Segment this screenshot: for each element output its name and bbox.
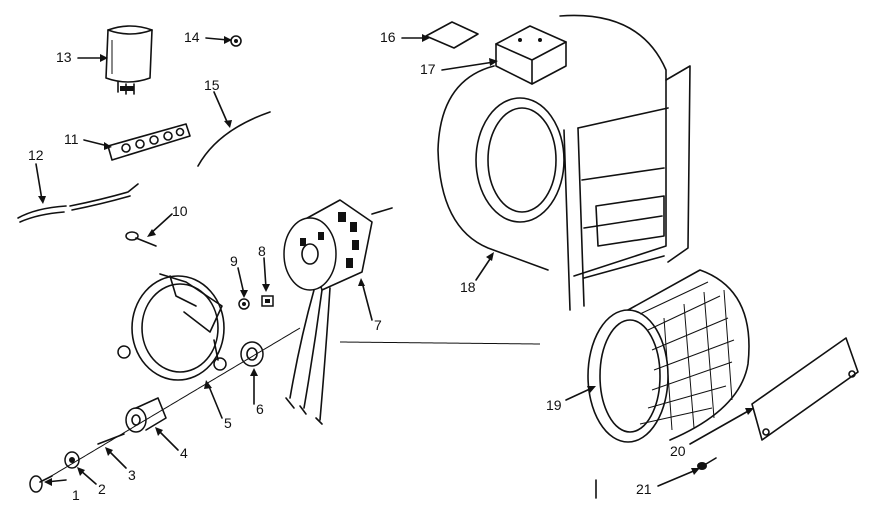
part-5-motor-mount xyxy=(117,273,227,381)
part-17-control-box xyxy=(495,25,567,85)
part-16-cover-plate xyxy=(425,21,479,49)
callout-8: 8 xyxy=(258,243,266,259)
callout-1: 1 xyxy=(72,487,80,503)
callout-19: 19 xyxy=(546,397,562,413)
part-4-hub xyxy=(125,397,167,433)
part-14-nut xyxy=(230,35,242,47)
callout-leaders xyxy=(35,34,754,487)
part-12-lead-wires xyxy=(17,183,139,223)
part-11-terminal-block xyxy=(107,123,191,161)
part-10-screw xyxy=(125,231,157,247)
callout-17: 17 xyxy=(420,61,436,77)
callout-15: 15 xyxy=(204,77,220,93)
part-7-motor xyxy=(283,199,393,425)
callout-13: 13 xyxy=(56,49,72,65)
callout-3: 3 xyxy=(128,467,136,483)
callout-labels: 1 2 3 4 5 6 7 8 9 10 11 12 13 14 15 16 1… xyxy=(28,29,686,503)
part-21-screw xyxy=(697,457,717,470)
part-9-nut xyxy=(238,298,250,310)
callout-4: 4 xyxy=(180,445,188,461)
callout-12: 12 xyxy=(28,147,44,163)
part-20-cutoff-plate xyxy=(751,337,859,441)
callout-16: 16 xyxy=(380,29,396,45)
callout-20: 20 xyxy=(670,443,686,459)
part-15-wire xyxy=(197,111,271,167)
callout-14: 14 xyxy=(184,29,200,45)
callout-9: 9 xyxy=(230,253,238,269)
part-18-blower-housing xyxy=(437,14,691,311)
callout-2: 2 xyxy=(98,481,106,497)
callout-18: 18 xyxy=(460,279,476,295)
part-13-capacitor xyxy=(105,25,153,95)
part-19-blower-wheel xyxy=(587,269,750,443)
part-6-grommet xyxy=(240,341,264,367)
callout-5: 5 xyxy=(224,415,232,431)
callout-11: 11 xyxy=(64,131,79,147)
callout-7: 7 xyxy=(374,317,382,333)
part-2-washer xyxy=(64,451,80,469)
callout-6: 6 xyxy=(256,401,264,417)
assembly-center-line xyxy=(47,327,541,479)
callout-10: 10 xyxy=(172,203,188,219)
part-8-clip xyxy=(261,295,274,307)
callout-21: 21 xyxy=(636,481,652,497)
